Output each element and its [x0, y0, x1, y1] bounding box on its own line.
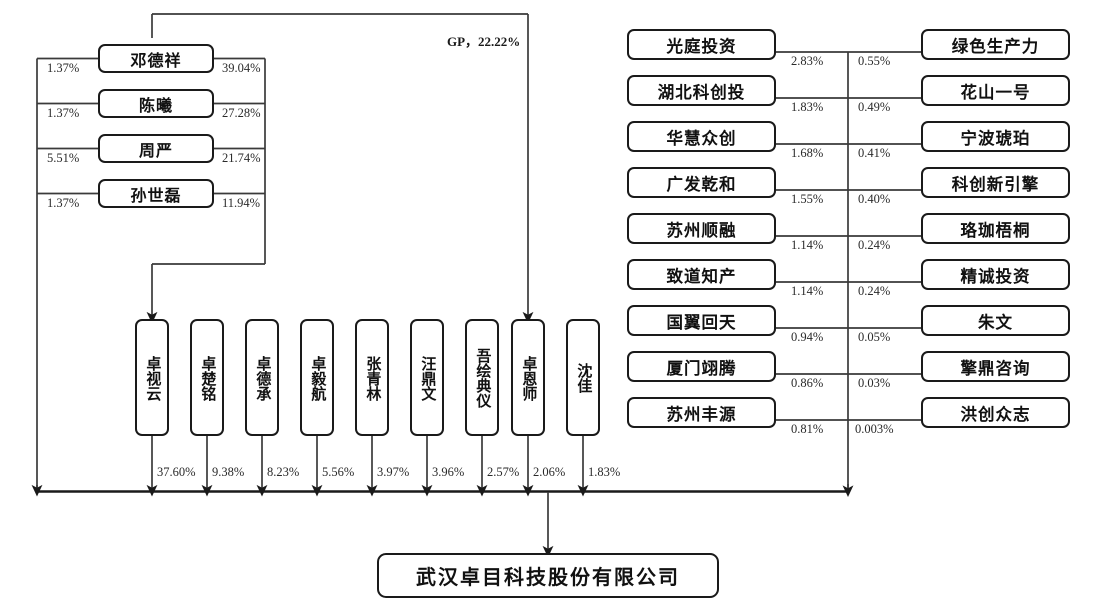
entity-pct-6: 3.96% [432, 465, 465, 479]
investor-left-box-6[interactable]: 致道知产 [627, 259, 776, 290]
entity-box-7[interactable]: 吾绘典仪 [465, 319, 499, 436]
founder-left-pct-2: 1.37% [47, 106, 80, 120]
investor-left-box-8[interactable]: 厦门翊腾 [627, 351, 776, 382]
investor-left-box-3[interactable]: 华慧众创 [627, 121, 776, 152]
investor-right-box-4[interactable]: 科创新引擎 [921, 167, 1070, 198]
investor-left-pct-4: 1.55% [791, 192, 824, 206]
founder-box-4[interactable]: 孙世磊 [98, 179, 214, 208]
entity-box-2[interactable]: 卓楚铭 [190, 319, 224, 436]
investor-right-pct-8: 0.03% [858, 376, 891, 390]
entity-box-5[interactable]: 张青林 [355, 319, 389, 436]
founder-right-pct-4: 11.94% [222, 196, 261, 210]
investor-right-box-9[interactable]: 洪创众志 [921, 397, 1070, 428]
investor-right-box-2[interactable]: 花山一号 [921, 75, 1070, 106]
investor-left-box-2[interactable]: 湖北科创投 [627, 75, 776, 106]
investor-left-box-7[interactable]: 国翼回天 [627, 305, 776, 336]
investor-right-box-3[interactable]: 宁波琥珀 [921, 121, 1070, 152]
investor-right-pct-9: 0.003% [855, 422, 894, 436]
investor-right-box-7[interactable]: 朱文 [921, 305, 1070, 336]
founder-box-1[interactable]: 邓德祥 [98, 44, 214, 73]
founder-left-pct-1: 1.37% [47, 61, 80, 75]
entity-pct-4: 5.56% [322, 465, 355, 479]
investor-right-pct-1: 0.55% [858, 54, 891, 68]
founder-right-pct-3: 21.74% [222, 151, 261, 165]
entity-box-4[interactable]: 卓毅航 [300, 319, 334, 436]
entity-pct-9: 1.83% [588, 465, 621, 479]
entity-box-9[interactable]: 沈佳 [566, 319, 600, 436]
investor-left-box-5[interactable]: 苏州顺融 [627, 213, 776, 244]
investor-left-pct-7: 0.94% [791, 330, 824, 344]
gp-label: GP，22.22% [447, 34, 521, 49]
investor-left-box-1[interactable]: 光庭投资 [627, 29, 776, 60]
entity-pct-8: 2.06% [533, 465, 566, 479]
investor-right-pct-7: 0.05% [858, 330, 891, 344]
investor-right-box-6[interactable]: 精诚投资 [921, 259, 1070, 290]
entity-pct-1: 37.60% [157, 465, 196, 479]
investor-left-pct-6: 1.14% [791, 284, 824, 298]
founder-right-pct-1: 39.04% [222, 61, 261, 75]
investor-left-pct-1: 2.83% [791, 54, 824, 68]
investor-left-box-9[interactable]: 苏州丰源 [627, 397, 776, 428]
entity-pct-2: 9.38% [212, 465, 245, 479]
investor-right-box-8[interactable]: 擎鼎咨询 [921, 351, 1070, 382]
founder-box-3[interactable]: 周严 [98, 134, 214, 163]
investor-left-pct-2: 1.83% [791, 100, 824, 114]
founder-box-2[interactable]: 陈曦 [98, 89, 214, 118]
investor-right-box-1[interactable]: 绿色生产力 [921, 29, 1070, 60]
investor-right-pct-3: 0.41% [858, 146, 891, 160]
entity-box-8[interactable]: 卓恩师 [511, 319, 545, 436]
investor-right-pct-2: 0.49% [858, 100, 891, 114]
founder-right-pct-2: 27.28% [222, 106, 261, 120]
investor-left-pct-3: 1.68% [791, 146, 824, 160]
entity-box-6[interactable]: 汪鼎文 [410, 319, 444, 436]
founder-left-pct-3: 5.51% [47, 151, 80, 165]
entity-box-3[interactable]: 卓德承 [245, 319, 279, 436]
entity-pct-5: 3.97% [377, 465, 410, 479]
entity-pct-3: 8.23% [267, 465, 300, 479]
investor-right-pct-6: 0.24% [858, 284, 891, 298]
investor-left-pct-5: 1.14% [791, 238, 824, 252]
investor-left-box-4[interactable]: 广发乾和 [627, 167, 776, 198]
investor-left-pct-8: 0.86% [791, 376, 824, 390]
company-box[interactable]: 武汉卓目科技股份有限公司 [377, 553, 719, 598]
investor-right-pct-5: 0.24% [858, 238, 891, 252]
founder-left-pct-4: 1.37% [47, 196, 80, 210]
investor-left-pct-9: 0.81% [791, 422, 824, 436]
investor-right-pct-4: 0.40% [858, 192, 891, 206]
investor-right-box-5[interactable]: 珞珈梧桐 [921, 213, 1070, 244]
entity-box-1[interactable]: 卓视云 [135, 319, 169, 436]
entity-pct-7: 2.57% [487, 465, 520, 479]
